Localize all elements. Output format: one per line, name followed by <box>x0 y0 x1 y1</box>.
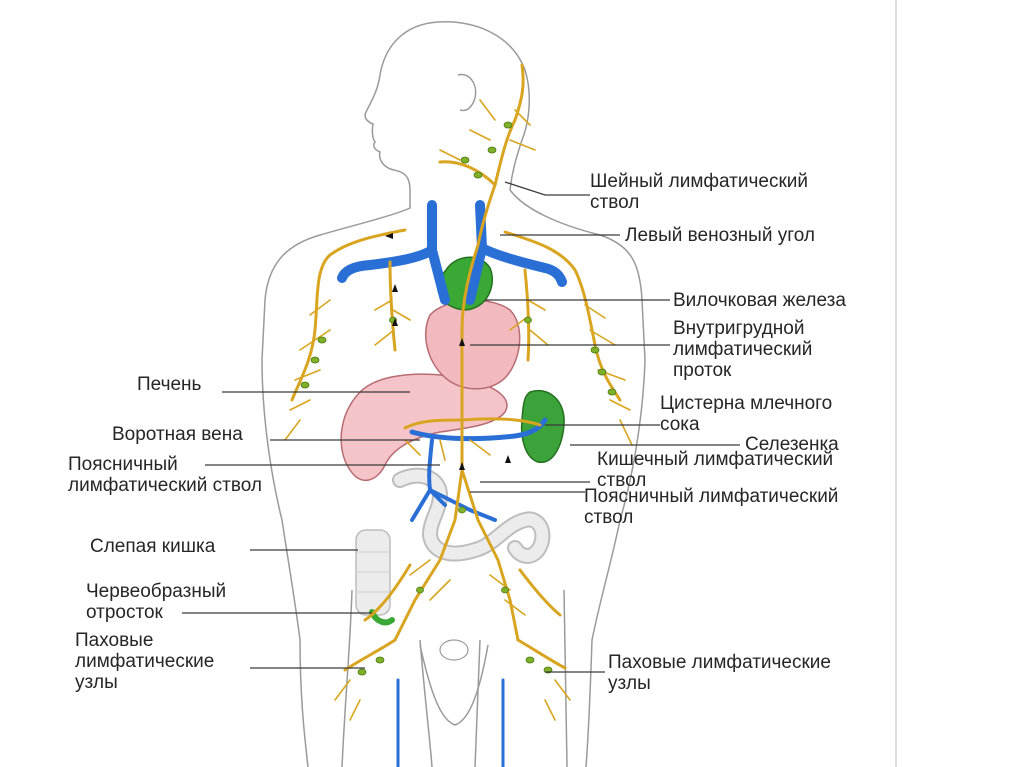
label-cisterna-line1: Цистерна млечного <box>660 393 832 414</box>
label-appendix-line1: Червеобразный <box>86 581 226 602</box>
label-thoracic-duct-line1: Внутригрудной <box>673 318 804 339</box>
label-thoracic-duct-line3: проток <box>673 360 732 381</box>
label-inguinal-right-line1: Паховые лимфатические <box>608 652 831 673</box>
label-portal-vein: Воротная вена <box>112 424 243 445</box>
label-inguinal-left-line1: Паховые <box>75 630 153 651</box>
label-inguinal-right-line2: узлы <box>608 673 651 694</box>
label-cecum: Слепая кишка <box>90 536 216 557</box>
label-cisterna-line2: сока <box>660 414 700 435</box>
label-appendix-line2: отросток <box>86 602 164 623</box>
label-lumbar-left-line2: лимфатический ствол <box>68 475 262 496</box>
label-inguinal-left-line2: лимфатические <box>75 651 214 672</box>
intestine <box>400 476 542 556</box>
label-lumbar-right-line2: ствол <box>584 507 633 528</box>
label-cervical-trunk-line1: Шейный лимфатический <box>590 171 808 192</box>
label-left-venous-angle: Левый венозный угол <box>625 225 815 246</box>
label-thymus: Вилочковая железа <box>673 290 846 311</box>
label-intestinal-trunk-line1: Кишечный лимфатический <box>597 449 833 470</box>
label-lumbar-right-line1: Поясничный лимфатический <box>584 486 838 507</box>
label-liver: Печень <box>137 374 202 395</box>
label-inguinal-left-line3: узлы <box>75 672 118 693</box>
label-thoracic-duct-line2: лимфатический <box>673 339 812 360</box>
label-lumbar-left-line1: Поясничный <box>68 454 178 475</box>
label-cervical-trunk-line2: ствол <box>590 192 639 213</box>
